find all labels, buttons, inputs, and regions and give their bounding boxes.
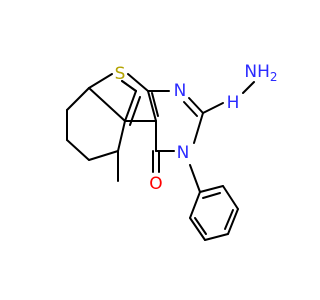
bond [202,102,224,114]
bond [124,90,137,122]
bond [222,185,239,210]
molecule-structure: S N N O H NH2 [66,62,278,241]
nh2-label-subscript: 2 [270,70,278,84]
atom-label-layer: S N N O H NH2 [115,62,278,194]
bond [199,185,224,193]
bond [117,120,126,152]
bond [193,112,204,144]
bond [189,217,206,241]
bond [88,150,119,161]
bond [88,87,126,122]
nh2-label-main: NH [244,62,270,82]
atom-label-sulfur: S [115,64,126,84]
bond [147,90,157,122]
bond [66,139,90,161]
atom-label-nitrogen-ring: N [174,81,187,101]
bond [66,87,90,111]
bond [242,81,255,94]
bond [188,97,204,114]
bond [194,217,207,235]
atom-label-oxygen: O [149,174,162,194]
atom-label-hydrazine-nh: H [227,93,240,113]
atom-label-hydrazine-nh2: NH2 [244,62,277,84]
atom-label-nitrogen-phenyl: N [177,143,190,163]
bond [227,208,239,235]
bond [151,92,159,117]
bond [121,80,137,92]
bond [202,192,221,199]
bond-layer [66,73,255,241]
bond [189,164,201,193]
bond [127,73,149,92]
bond [183,101,198,117]
bond [224,209,234,230]
bond [88,73,113,89]
bond [189,191,201,219]
bond [204,233,229,241]
